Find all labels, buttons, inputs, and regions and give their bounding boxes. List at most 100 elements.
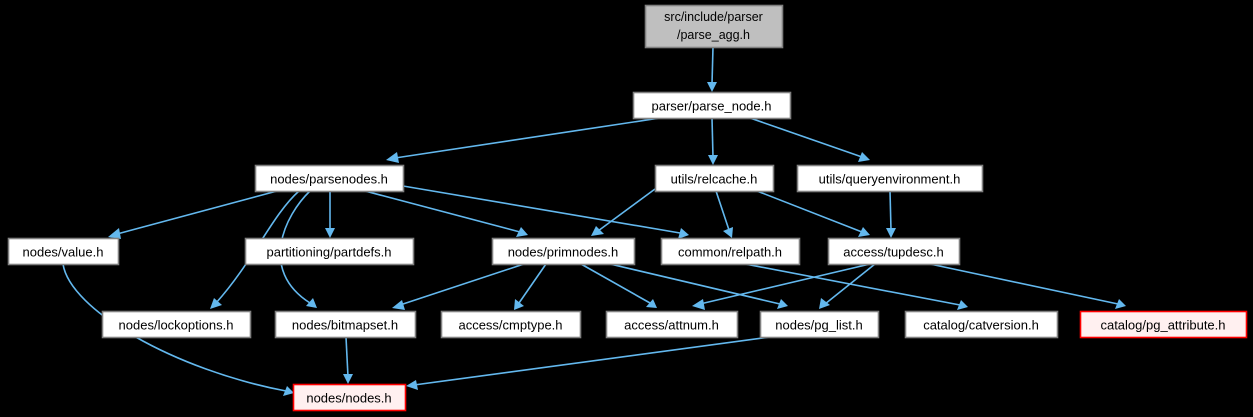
edge-relpath-to-catversion — [744, 263, 961, 306]
arrowhead-relcache-to-relpath — [723, 227, 733, 238]
node-label-parse_node: parser/parse_node.h — [652, 99, 772, 114]
node-lockoptions[interactable]: nodes/lockoptions.h — [101, 310, 252, 339]
node-box-pg_attribute[interactable] — [1079, 310, 1248, 339]
arrowhead-tupdesc-to-pg_list — [819, 298, 830, 309]
arrowhead-parsenodes-to-bitmapset — [306, 298, 317, 308]
node-label-queryenvironment: utils/queryenvironment.h — [819, 172, 961, 187]
arrowhead-primnodes-to-pg_list — [777, 299, 788, 309]
arrowhead-parsenodes-to-lockoptions — [210, 298, 222, 309]
node-label-bitmapset: nodes/bitmapset.h — [292, 318, 398, 333]
edge-relcache-to-relpath — [715, 190, 730, 231]
arrowhead-primnodes-to-attnum — [646, 299, 657, 308]
node-box-value[interactable] — [7, 237, 120, 266]
edge-parse_node-to-queryenvironment — [749, 117, 863, 158]
node-label-catversion: catalog/catversion.h — [923, 318, 1039, 333]
node-label-parse_agg-line2: /parse_agg.h — [677, 28, 750, 42]
node-label-relpath: common/relpath.h — [678, 245, 782, 260]
node-primnodes[interactable]: nodes/primnodes.h — [491, 237, 636, 266]
edge-parse_node-to-relcache — [711, 117, 714, 158]
arrowhead-parse_node-to-queryenvironment — [858, 152, 870, 162]
node-label-cmptype: access/cmptype.h — [458, 318, 562, 333]
arrowhead-relcache-to-primnodes — [591, 226, 604, 236]
edge-pg_list-to-nodes — [413, 336, 771, 386]
node-label-parsenodes: nodes/parsenodes.h — [270, 172, 388, 187]
node-relcache[interactable]: utils/relcache.h — [654, 164, 775, 193]
node-box-parsenodes[interactable] — [254, 164, 405, 193]
edge-primnodes-to-pg_list — [609, 263, 781, 305]
node-box-parse_agg[interactable] — [644, 4, 784, 49]
arrowhead-primnodes-to-cmptype — [514, 299, 524, 310]
edge-parse_node-to-parsenodes — [394, 117, 661, 159]
node-cmptype[interactable]: access/cmptype.h — [440, 310, 582, 339]
arrowhead-pg_list-to-nodes — [406, 380, 418, 390]
arrowhead-tupdesc-to-attnum — [692, 299, 705, 310]
edge-parse_agg-to-parse_node — [711, 46, 714, 85]
node-label-lockoptions: nodes/lockoptions.h — [119, 318, 234, 333]
edge-parsenodes-to-primnodes — [364, 190, 521, 233]
arrowhead-parse_node-to-parsenodes — [386, 152, 399, 163]
arrowhead-parse_agg-to-parse_node — [707, 82, 717, 92]
node-bitmapset[interactable]: nodes/bitmapset.h — [274, 310, 417, 339]
edge-relcache-to-tupdesc — [756, 190, 863, 233]
node-label-pg_list: nodes/pg_list.h — [775, 318, 862, 333]
node-pg_attribute[interactable]: catalog/pg_attribute.h — [1079, 310, 1248, 339]
node-box-cmptype[interactable] — [440, 310, 582, 339]
node-parse_node[interactable]: parser/parse_node.h — [632, 91, 792, 120]
node-attnum[interactable]: access/attnum.h — [605, 310, 739, 339]
node-parsenodes[interactable]: nodes/parsenodes.h — [254, 164, 405, 193]
node-relpath[interactable]: common/relpath.h — [660, 237, 801, 266]
edge-primnodes-to-attnum — [580, 263, 651, 304]
node-box-attnum[interactable] — [605, 310, 739, 339]
node-label-value: nodes/value.h — [23, 245, 104, 260]
edge-relcache-to-primnodes — [597, 188, 656, 232]
node-label-nodes: nodes/nodes.h — [306, 391, 391, 406]
arrowhead-parsenodes-to-primnodes — [516, 227, 528, 237]
node-box-catversion[interactable] — [904, 310, 1059, 339]
arrowhead-relcache-to-tupdesc — [858, 227, 870, 237]
node-box-partdefs[interactable] — [244, 237, 415, 266]
arrowhead-parse_node-to-relcache — [708, 155, 718, 165]
node-label-attnum: access/attnum.h — [624, 318, 719, 333]
node-label-tupdesc: access/tupdesc.h — [843, 245, 943, 260]
edge-tupdesc-to-attnum — [699, 263, 871, 305]
node-tupdesc[interactable]: access/tupdesc.h — [827, 237, 961, 266]
edge-parsenodes-to-relpath — [402, 185, 681, 234]
edge-tupdesc-to-pg_attribute — [929, 263, 1119, 305]
node-box-lockoptions[interactable] — [101, 310, 252, 339]
node-pg_list[interactable]: nodes/pg_list.h — [759, 310, 880, 339]
arrowhead-relpath-to-catversion — [957, 300, 968, 310]
arrowhead-primnodes-to-bitmapset — [392, 300, 405, 310]
arrowhead-parsenodes-to-partdefs — [325, 228, 335, 238]
node-catversion[interactable]: catalog/catversion.h — [904, 310, 1059, 339]
graph-edges — [62, 46, 1126, 396]
node-box-nodes[interactable] — [292, 383, 407, 412]
node-box-queryenvironment[interactable] — [796, 164, 984, 193]
arrowhead-bitmapset-to-nodes — [343, 374, 353, 384]
arrowhead-parsenodes-to-relpath — [678, 228, 689, 239]
graph-nodes: src/include/parser/parse_agg.h parser/par… — [7, 4, 1248, 412]
node-label-primnodes: nodes/primnodes.h — [508, 245, 619, 260]
node-box-primnodes[interactable] — [491, 237, 636, 266]
node-box-pg_list[interactable] — [759, 310, 880, 339]
edge-primnodes-to-cmptype — [518, 263, 547, 304]
node-box-parse_node[interactable] — [632, 91, 792, 120]
node-box-bitmapset[interactable] — [274, 310, 417, 339]
node-box-relpath[interactable] — [660, 237, 801, 266]
node-box-tupdesc[interactable] — [827, 237, 961, 266]
node-label-partdefs: partitioning/partdefs.h — [266, 245, 391, 260]
node-label-parse_agg-line1: src/include/parser — [664, 10, 763, 24]
node-value[interactable]: nodes/value.h — [7, 237, 120, 266]
arrowhead-tupdesc-to-pg_attribute — [1115, 299, 1126, 309]
edge-primnodes-to-bitmapset — [399, 263, 525, 306]
node-nodes[interactable]: nodes/nodes.h — [292, 383, 407, 412]
node-parse_agg[interactable]: src/include/parser/parse_agg.h — [644, 4, 784, 49]
edge-tupdesc-to-pg_list — [824, 263, 876, 305]
node-box-relcache[interactable] — [654, 164, 775, 193]
node-label-pg_attribute: catalog/pg_attribute.h — [1100, 318, 1225, 333]
node-partdefs[interactable]: partitioning/partdefs.h — [244, 237, 415, 266]
arrowhead-parsenodes-to-value — [108, 228, 121, 239]
edge-parsenodes-to-value — [116, 190, 278, 235]
node-queryenvironment[interactable]: utils/queryenvironment.h — [796, 164, 984, 193]
